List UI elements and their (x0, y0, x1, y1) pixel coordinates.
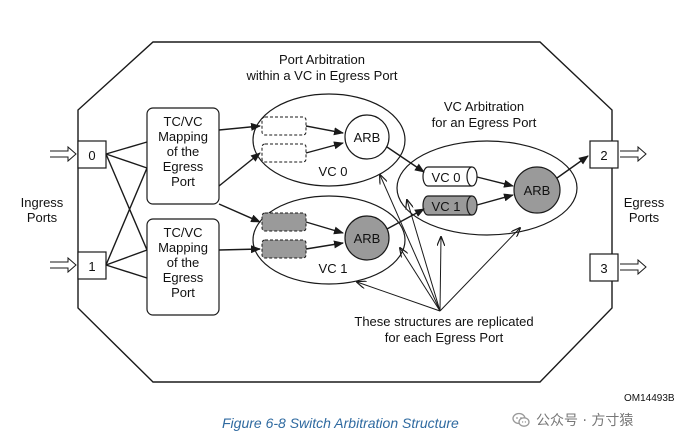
vc-arb-arrows (386, 146, 589, 230)
mapping-bottom-line-3: of the (167, 255, 200, 270)
vc1-queue-bottom (261, 239, 307, 259)
ingress-arrow-1 (50, 256, 77, 274)
mapping-bottom-line-4: Egress (163, 270, 204, 285)
mapping-top-line-1: TC/VC (164, 114, 203, 129)
vc1-arb-circle: ARB (344, 215, 390, 261)
vc-arbitration-title: VC Arbitration (444, 99, 524, 114)
vc1-arb-label: ARB (354, 231, 381, 246)
queue-to-arb-arrows (305, 125, 344, 250)
ingress-port-1: 1 (77, 251, 107, 280)
vc0-queue-bottom (261, 143, 307, 163)
mapping-top-line-4: Egress (163, 159, 204, 174)
mapping-bottom-line-2: Mapping (158, 240, 208, 255)
egress-port-3: 3 (589, 253, 619, 282)
replication-note-line-2: for each Egress Port (385, 330, 504, 345)
port-arbitration-subtitle: within a VC in Egress Port (245, 68, 397, 83)
mapping-to-queue-arrows (218, 122, 261, 254)
wechat-icon (512, 412, 530, 427)
egress-arb-circle: ARB (513, 166, 561, 214)
vc1-cylinder-label: VC 1 (432, 199, 461, 214)
vc1-port-arb-ellipse (252, 195, 406, 285)
vc0-cylinder: VC 0 (422, 166, 478, 187)
figure-id: OM14493B (624, 393, 675, 404)
vc1-ellipse-label: VC 1 (319, 261, 348, 276)
vc1-queue-top (261, 212, 307, 232)
egress-port-2-label: 2 (600, 148, 607, 163)
vc1-cylinder: VC 1 (422, 195, 478, 216)
vc0-arb-circle: ARB (344, 114, 390, 160)
ingress-label-2: Ports (27, 210, 58, 225)
mapping-top-line-5: Port (171, 174, 195, 189)
ingress-port-0: 0 (77, 140, 107, 169)
mapping-bottom-line-5: Port (171, 285, 195, 300)
vc0-port-arb-ellipse (252, 93, 406, 187)
mapping-bottom-line-1: TC/VC (164, 225, 203, 240)
figure-caption: Figure 6-8 Switch Arbitration Structure (222, 415, 459, 431)
mapping-top-line-2: Mapping (158, 129, 208, 144)
watermark: 公众号 · 方寸猿 (512, 410, 633, 430)
egress-label-2: Ports (629, 210, 660, 225)
ingress-connections (105, 141, 148, 279)
egress-arrow-3 (620, 258, 647, 276)
mapping-top-line-3: of the (167, 144, 200, 159)
vc-arb-ellipse (396, 140, 578, 236)
vc0-arb-label: ARB (354, 130, 381, 145)
vc0-ellipse-label: VC 0 (319, 164, 348, 179)
vc0-cylinder-label: VC 0 (432, 170, 461, 185)
vc0-queue-top (261, 116, 307, 136)
watermark-text: 公众号 · 方寸猿 (536, 413, 634, 429)
ingress-label-1: Ingress (21, 195, 64, 210)
egress-port-3-label: 3 (600, 261, 607, 276)
egress-label-1: Egress (624, 195, 665, 210)
replication-note-line-1: These structures are replicated (354, 314, 533, 329)
replication-pointers (357, 175, 520, 312)
vc-arbitration-subtitle: for an Egress Port (432, 115, 537, 130)
egress-arrow-2 (620, 145, 647, 163)
ingress-port-1-label: 1 (88, 259, 95, 274)
egress-port-2: 2 (589, 140, 619, 169)
port-arbitration-title: Port Arbitration (279, 52, 365, 67)
ingress-arrow-0 (50, 145, 77, 163)
mapping-box-bottom: TC/VC Mapping of the Egress Port (146, 218, 220, 316)
mapping-box-top: TC/VC Mapping of the Egress Port (146, 107, 220, 205)
egress-arb-label: ARB (524, 183, 551, 198)
ingress-port-0-label: 0 (88, 148, 95, 163)
